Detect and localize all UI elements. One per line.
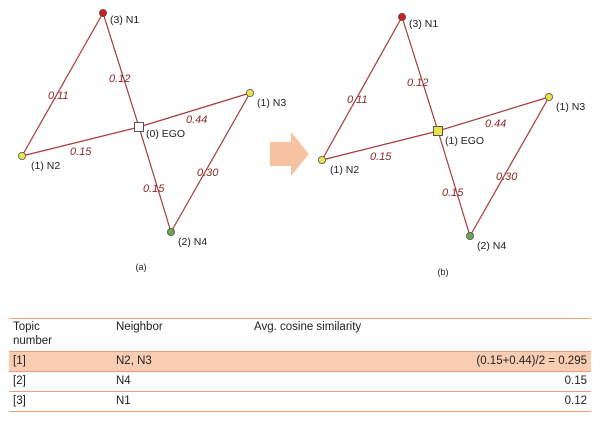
cell-topic-number: [2] <box>13 375 26 387</box>
edge-weight-label: 0.11 <box>48 90 69 102</box>
edge-weight-label: 0.44 <box>186 114 207 126</box>
edge-ego-n4 <box>437 130 471 237</box>
transition-arrow-icon <box>270 132 309 176</box>
edge-ego-n3 <box>437 96 550 132</box>
diagram-caption: (b) <box>438 267 449 277</box>
node-label-ego: (0) EGO <box>146 128 185 140</box>
cell-neighbor: N1 <box>116 395 131 407</box>
diagram-caption: (a) <box>136 262 147 272</box>
node-n1 <box>99 8 108 17</box>
edge-weight-label: 0.15 <box>370 151 392 163</box>
node-n4 <box>166 227 175 236</box>
table-row: [2] N4 0.15 <box>9 371 591 392</box>
edge-weight-label: 0.15 <box>70 146 92 158</box>
ego-network-diagram-after: 0.11 0.12 0.44 0.15 0.15 0.30 (3) N1 (1) N2 (1) … <box>317 12 585 277</box>
ego-node <box>433 126 443 136</box>
header-neighbor: Neighbor <box>116 321 163 333</box>
cell-avg-cosine-similarity: (0.15+0.44)/2 = 0.295 <box>476 355 587 367</box>
node-label-n4: (2) N4 <box>477 240 506 252</box>
node-n3 <box>545 93 554 102</box>
edge-n3-n4 <box>170 92 251 233</box>
cell-neighbor: N2, N3 <box>116 355 152 367</box>
network-figure: 0.11 0.12 0.44 0.15 0.15 0.30 (3) N1 (1) N2 (1) … <box>17 8 585 277</box>
cell-topic-number: [1] <box>13 355 26 367</box>
edge-weight-label: 0.12 <box>407 77 428 89</box>
edge-n1-ego <box>102 12 140 128</box>
edge-ego-n4 <box>138 126 172 233</box>
edge-weight-label: 0.12 <box>109 73 130 85</box>
edge-n1-n2 <box>21 12 104 157</box>
node-label-n1: (3) N1 <box>110 14 139 26</box>
header-avg-cosine-similarity: Avg. cosine similarity <box>254 321 362 333</box>
node-label-n2: (1) N2 <box>31 160 60 172</box>
edge-weight-label: 0.30 <box>197 167 219 179</box>
edge-weight-label: 0.15 <box>442 187 464 199</box>
cell-avg-cosine-similarity: 0.15 <box>564 375 587 387</box>
edge-weight-label: 0.30 <box>496 171 518 183</box>
node-n4 <box>465 231 474 240</box>
edge-ego-n2 <box>321 130 439 161</box>
node-label-ego: (1) EGO <box>445 135 484 147</box>
cell-neighbor: N4 <box>116 375 131 387</box>
edge-n3-n4 <box>469 96 550 237</box>
table-row: [3] N1 0.12 <box>9 391 591 412</box>
node-label-n1: (3) N1 <box>409 18 438 30</box>
edge-n1-n2 <box>321 16 403 161</box>
node-label-n4: (2) N4 <box>178 236 207 248</box>
ego-node <box>134 122 144 132</box>
cell-topic-number: [3] <box>13 395 26 407</box>
edge-weight-label: 0.15 <box>143 183 165 195</box>
edge-ego-n3 <box>138 92 251 128</box>
node-n2 <box>17 151 26 160</box>
node-n3 <box>245 89 254 98</box>
node-n2 <box>317 155 326 164</box>
node-label-n2: (1) N2 <box>330 164 359 176</box>
edge-n1-ego <box>401 16 439 132</box>
edge-weight-label: 0.11 <box>347 94 368 106</box>
edge-weight-label: 0.44 <box>485 118 506 130</box>
node-label-n3: (1) N3 <box>556 101 585 113</box>
node-label-n3: (1) N3 <box>257 97 286 109</box>
edge-ego-n2 <box>21 126 140 157</box>
cell-avg-cosine-similarity: 0.12 <box>564 395 587 407</box>
ego-network-diagram-before: 0.11 0.12 0.44 0.15 0.15 0.30 (3) N1 (1) N2 (1) … <box>17 8 286 272</box>
node-n1 <box>397 12 406 21</box>
table-row: [1] N2, N3 (0.15+0.44)/2 = 0.295 <box>9 351 591 372</box>
